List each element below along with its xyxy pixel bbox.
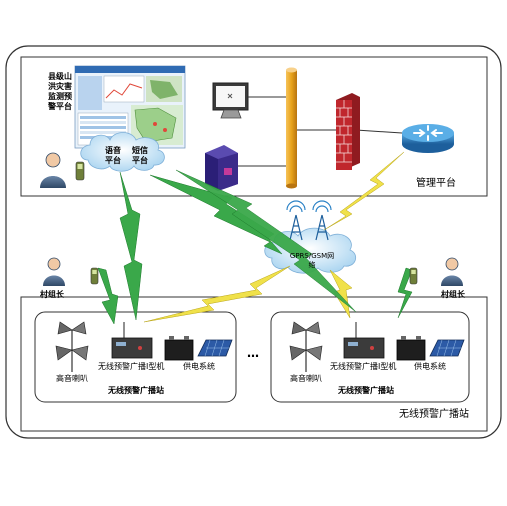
broadcast-device-left: [111, 322, 153, 359]
firewall-icon: [336, 93, 360, 170]
sms-platform-label: 短信平台: [132, 146, 148, 165]
village-head-left-phone: [90, 267, 99, 285]
bolt-yellow-2: [143, 265, 291, 323]
outer-frame: [5, 45, 502, 439]
monitor-icon: [212, 82, 249, 119]
village-head-right-person: [441, 257, 463, 286]
power-label-right: 供电系统: [414, 362, 446, 371]
horn-label-right: 高音喇叭: [290, 374, 322, 383]
broadcast-area-label: 无线预警广播站: [399, 409, 469, 420]
horn-label-left: 高音喇叭: [56, 374, 88, 383]
broadcast-device-right: [343, 322, 385, 359]
server-icon: [205, 145, 238, 191]
bolt-green-1: [119, 171, 143, 321]
station-label-left: 无线预警广播站: [108, 386, 164, 395]
bolt-yellow-3: [329, 269, 353, 319]
village-head-left-person: [43, 257, 65, 286]
router-icon: [402, 124, 454, 153]
management-box: [20, 56, 488, 197]
wireless-links: [97, 151, 413, 325]
station-label-right: 无线预警广播站: [338, 386, 394, 395]
tower-icon: [286, 200, 332, 241]
bolt-green-5: [175, 169, 357, 313]
horn-speaker-left: [55, 321, 89, 372]
village-head-right-phone: [409, 267, 418, 285]
management-platform-label: 管理平台: [416, 178, 456, 189]
gprs-network-label: GPRS/GSM网络: [289, 252, 335, 269]
battery-right: [396, 336, 426, 361]
backbone-pole: [286, 67, 297, 189]
battery-left: [164, 336, 194, 361]
platform-title: 县级山洪灾害监测预警平台: [48, 72, 72, 111]
person-icon: [40, 152, 66, 188]
bolt-yellow-1: [323, 151, 405, 231]
solar-panel-right: [429, 339, 465, 357]
station-right-box: [270, 311, 470, 403]
device-label-left: 无线预警广播I型机: [98, 362, 165, 371]
voice-platform-label: 语音平台: [105, 146, 121, 165]
bolt-green-3: [97, 267, 119, 325]
device-label-right: 无线预警广播I型机: [330, 362, 397, 371]
mobile-phone-icon: [75, 161, 85, 181]
solar-panel-left: [197, 339, 233, 357]
broadcast-area-box: [20, 296, 488, 432]
village-head-right-label: 村组长: [441, 290, 465, 299]
horn-speaker-right: [289, 321, 323, 372]
ellipsis-label: …: [247, 346, 259, 360]
voice-sms-cloud: [80, 132, 165, 172]
village-head-left-label: 村组长: [40, 290, 64, 299]
power-label-left: 供电系统: [183, 362, 215, 371]
